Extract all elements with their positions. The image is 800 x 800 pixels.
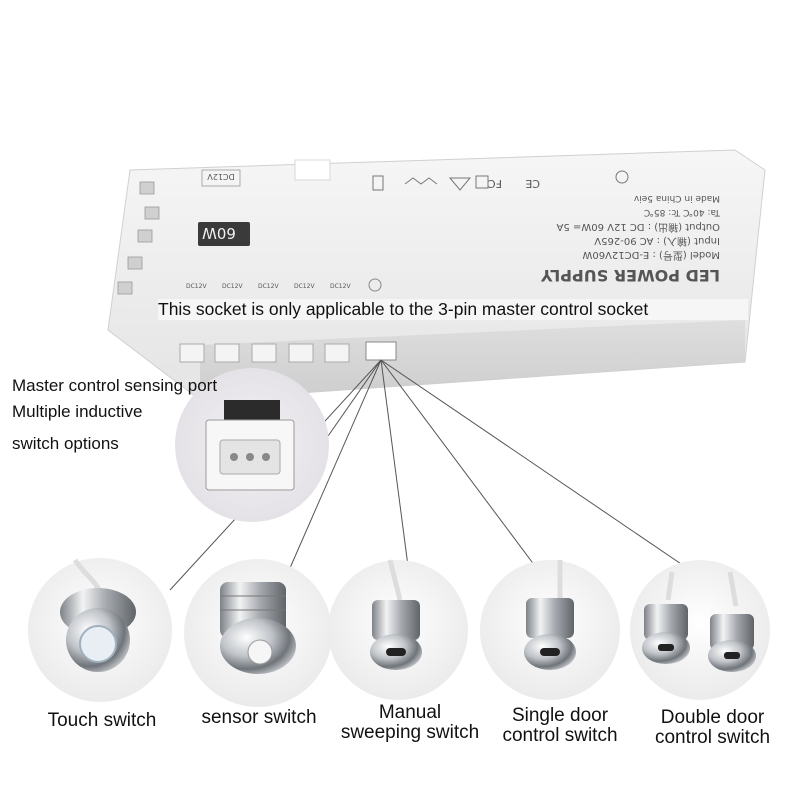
single-door-switch-image	[480, 560, 620, 700]
device-input: Input (输入) : AC 90-265V	[594, 235, 720, 248]
device-origin: Made in China 5eiv	[633, 193, 720, 203]
caption-line: control switch	[654, 726, 771, 748]
master-control-socket	[365, 341, 397, 361]
device-mark-ce: CE	[525, 177, 540, 190]
device-title: LED POWER SUPPLY	[541, 266, 720, 285]
port-tag: DC12V	[330, 283, 351, 290]
touch-switch-image	[28, 558, 172, 702]
device-model: Model (型号) : E-DC12V60W	[582, 249, 720, 262]
callout-text: This socket is only applicable to the 3-…	[158, 299, 748, 320]
signal-icon	[368, 278, 382, 292]
port-label-line3: switch options	[12, 434, 119, 453]
dc-label: DC12V	[207, 172, 235, 181]
output-ports-front	[179, 343, 350, 363]
port-closeup	[175, 368, 329, 522]
double-door-switch-caption: Double door control switch	[640, 708, 785, 748]
port-tag: DC12V	[258, 283, 279, 290]
port-tag: DC12V	[294, 283, 315, 290]
caption-line: Double door	[660, 707, 765, 728]
caption-line: Single door	[511, 705, 609, 726]
port-tag: DC12V	[186, 283, 207, 290]
compliance-icons	[372, 170, 629, 191]
manual-sweeping-switch-caption: Manual sweeping switch	[332, 703, 488, 743]
device-output: Output (输出) : DC 12V 60W= 5A	[556, 221, 720, 234]
caption-line: sweeping switch	[340, 721, 480, 743]
port-label-line2: Multiple inductive	[12, 402, 143, 421]
touch-switch-caption: Touch switch	[33, 711, 171, 731]
port-label-line1: Master control sensing port	[12, 376, 218, 395]
sensor-switch-caption: sensor switch	[186, 708, 332, 728]
caption-line: sensor switch	[201, 707, 317, 728]
output-ports-left	[117, 181, 160, 295]
caption-line: control switch	[502, 724, 618, 746]
device-temp: Ta: 40℃ Tc: 85℃	[644, 207, 721, 217]
led-power-supply: 60W LED POWER SUPPLY Model (型号) : E-DC12…	[107, 149, 766, 401]
connection-lines	[169, 359, 691, 591]
power-badge: 60W	[202, 224, 236, 242]
double-door-switch-image	[630, 560, 770, 700]
manual-sweeping-switch-image	[328, 559, 468, 700]
port-tag: DC12V	[222, 283, 243, 290]
device-mark-fc: FC	[488, 177, 502, 190]
caption-line: Touch switch	[47, 710, 157, 731]
caption-line: Manual	[378, 702, 442, 723]
sensor-switch-image	[184, 559, 332, 707]
port-tags: DC12V DC12V DC12V DC12V DC12V	[186, 283, 351, 290]
single-door-switch-caption: Single door control switch	[490, 706, 630, 746]
